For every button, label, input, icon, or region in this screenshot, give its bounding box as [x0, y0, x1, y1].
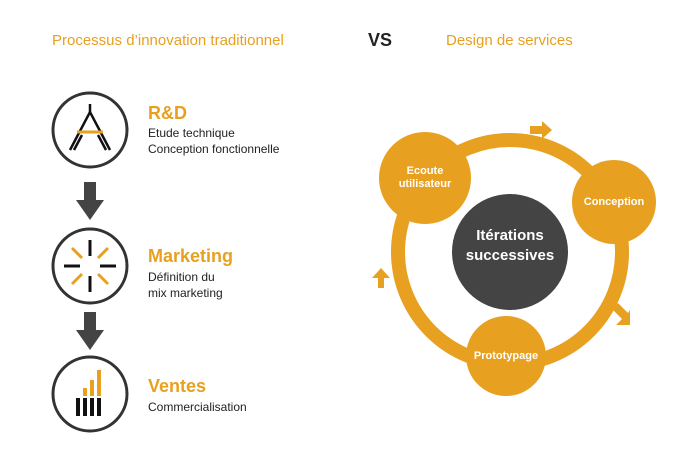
node-ecoute	[379, 132, 471, 224]
step-ventes-title: Ventes	[148, 376, 207, 396]
node-prototypage	[466, 316, 546, 396]
step-rd-line-1: Etude technique	[148, 126, 235, 140]
arrow-right-icon	[530, 121, 552, 139]
sunburst-icon	[51, 227, 129, 305]
step-rd-line-2: Conception fonctionnelle	[148, 142, 280, 156]
node-ecoute-line-2: utilisateur	[398, 178, 452, 190]
step-rd-title: R&D	[148, 103, 187, 123]
node-ecoute-line-1: Ecoute	[406, 165, 444, 177]
right-header: Design de services	[446, 32, 573, 49]
center-label: Itérations successives	[460, 226, 560, 266]
center-line-1: Itérations	[476, 227, 544, 244]
iteration-cycle: Itérations successives Ecoute utilisateu…	[360, 110, 680, 410]
vs-label: VS	[368, 30, 393, 50]
arrow-down-left-icon	[612, 303, 630, 325]
arrow-down-icon	[76, 182, 104, 220]
bar-chart-icon	[51, 355, 129, 433]
left-header: Processus d’innovation traditionnel	[52, 32, 284, 49]
arrow-down-icon	[76, 312, 104, 350]
compass-icon	[51, 91, 129, 169]
center-node	[452, 194, 568, 310]
node-prototypage-label: Prototypage	[473, 350, 539, 362]
node-conception-label: Conception	[583, 196, 645, 208]
step-marketing-line-1: Définition du	[148, 270, 215, 284]
step-marketing-title: Marketing	[148, 246, 234, 266]
step-ventes-line-1: Commercialisation	[148, 400, 247, 414]
step-marketing-line-2: mix marketing	[148, 286, 223, 300]
node-conception	[572, 160, 656, 244]
center-line-2: successives	[465, 247, 555, 264]
arrow-up-icon	[372, 268, 390, 288]
node-ecoute-label: Ecoute utilisateur	[385, 165, 465, 191]
